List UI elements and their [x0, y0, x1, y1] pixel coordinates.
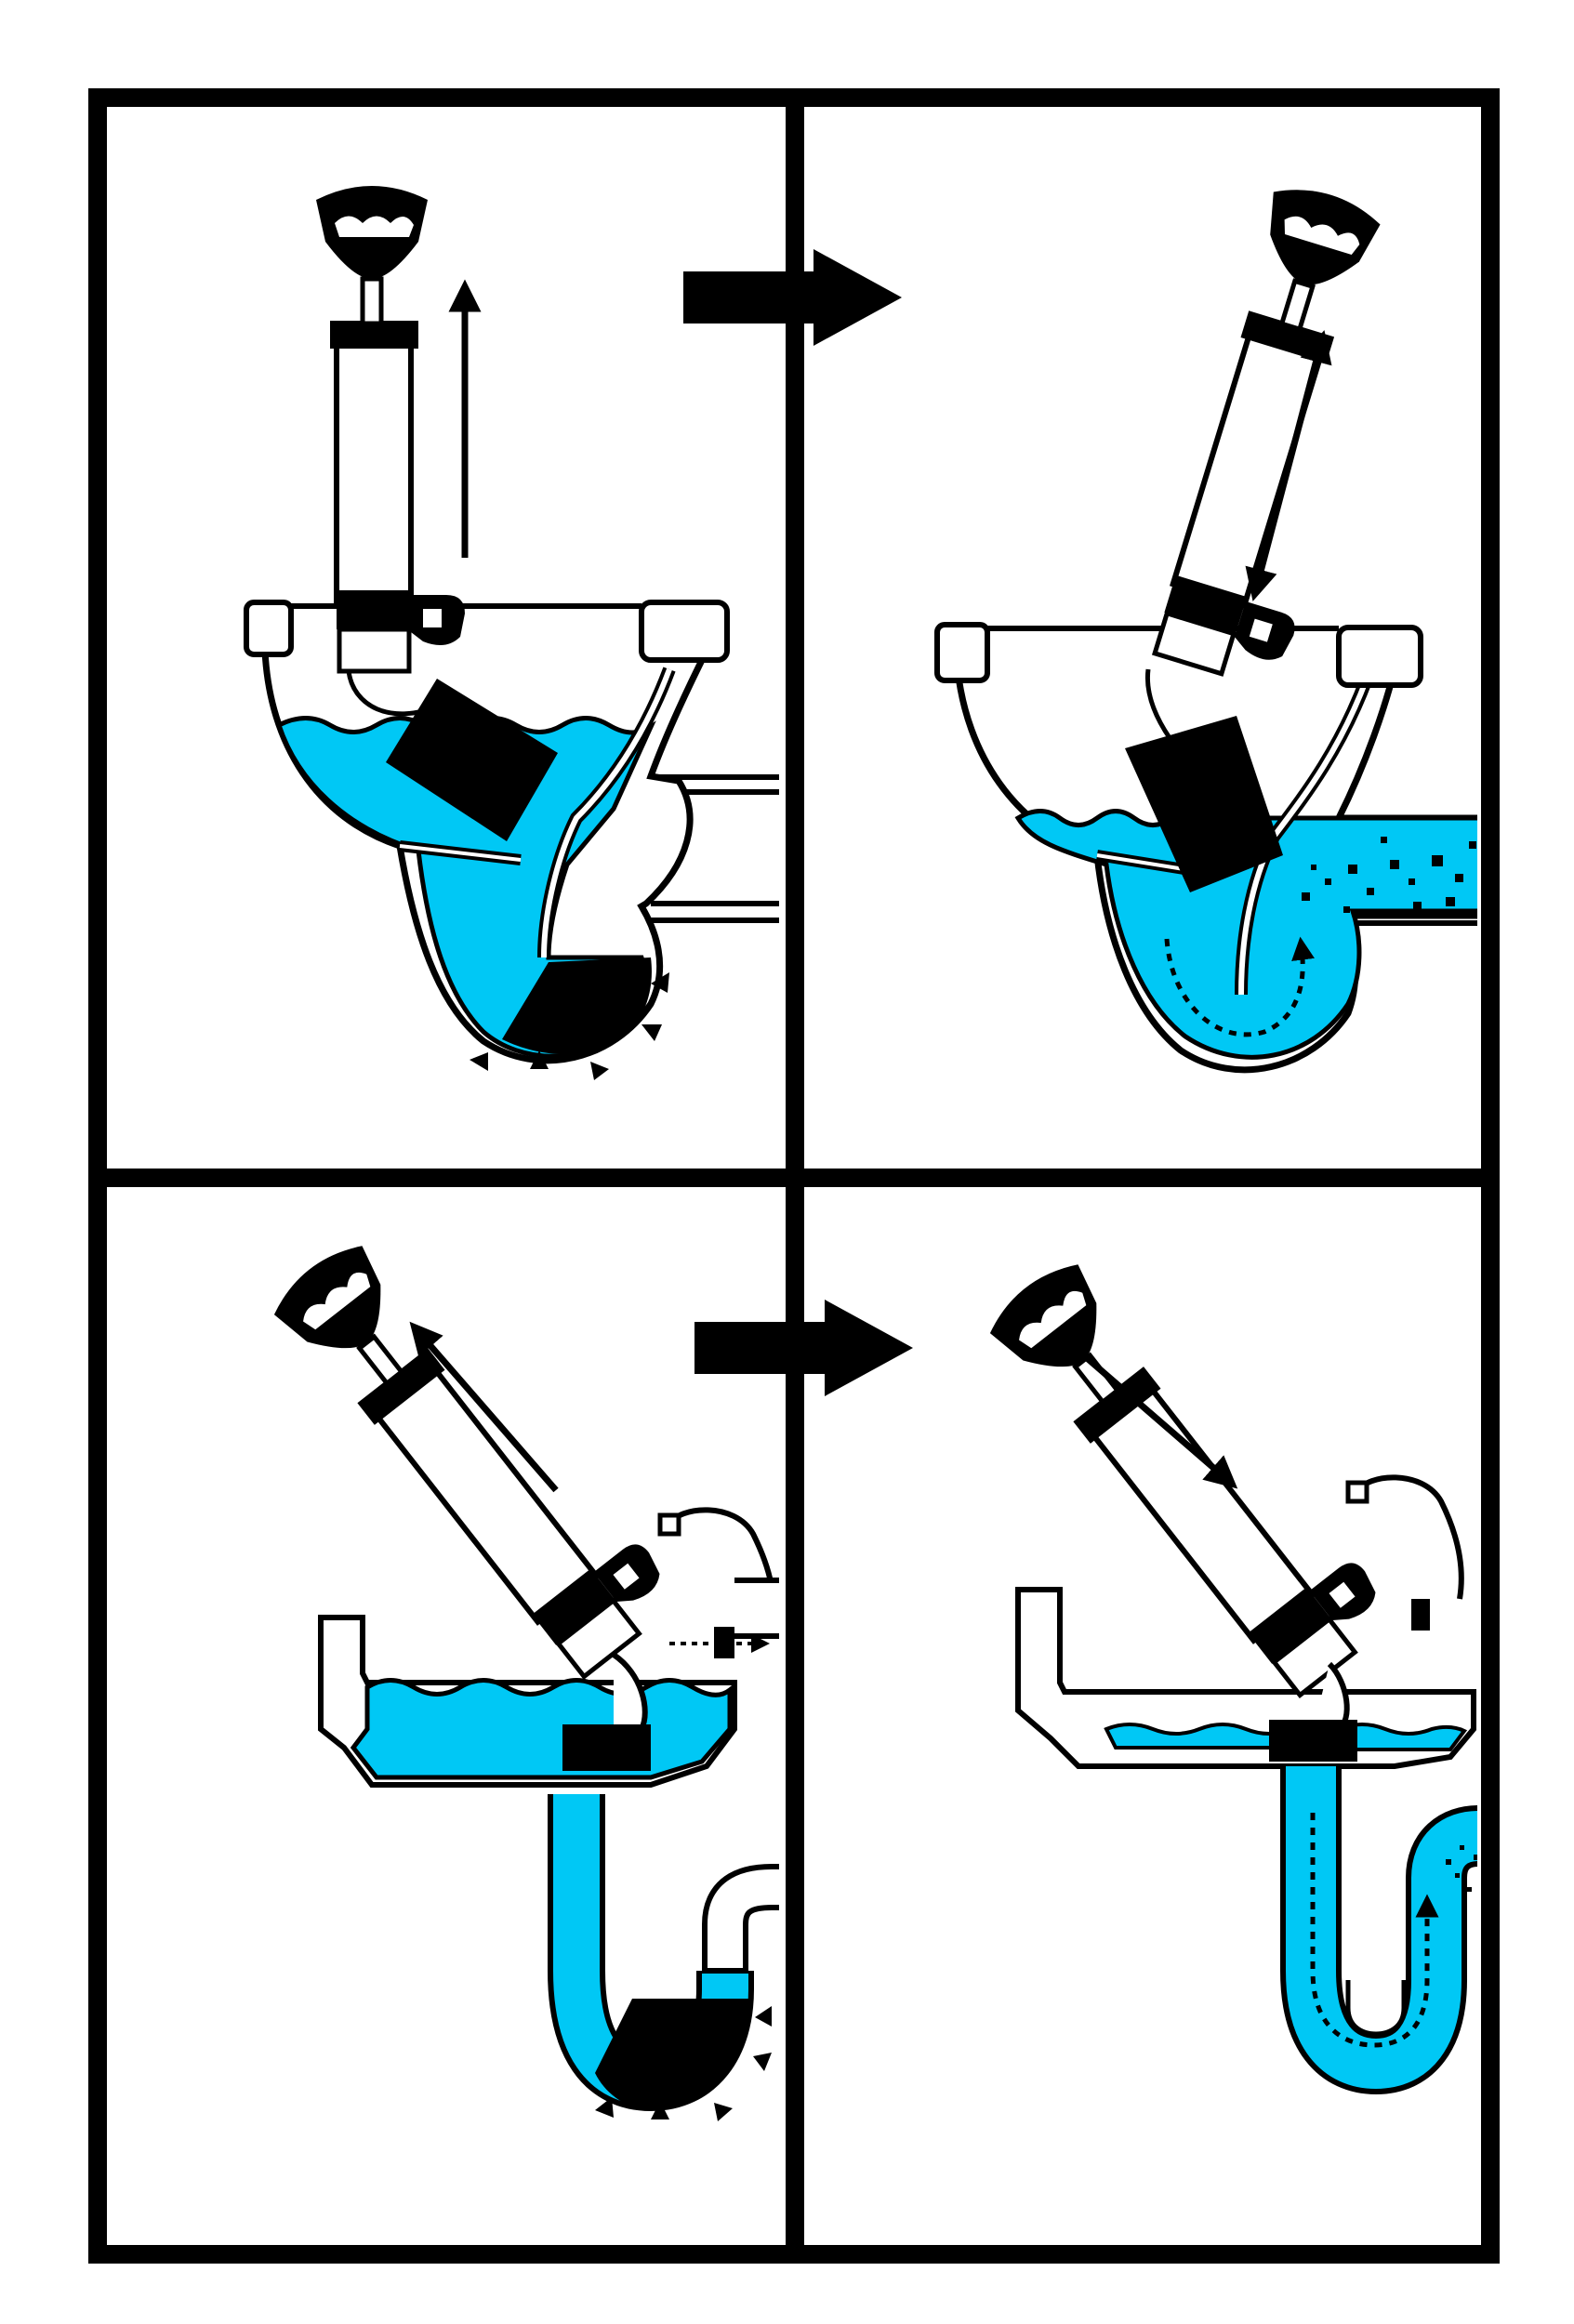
direction-arrow-icon: [409, 1321, 559, 1493]
pump-nozzle: [555, 1597, 642, 1680]
pump-cylinder: [367, 1359, 601, 1626]
toilet-rim-right: [1336, 625, 1423, 688]
plunger-handle-icon: [273, 1246, 381, 1349]
flow-arrow-icon: [1310, 1813, 1439, 2048]
pump-tilted: [273, 1246, 660, 1680]
direction-arrow-icon: [1245, 330, 1332, 601]
overflow-plug: [1411, 1599, 1430, 1631]
pump-grip: [1164, 574, 1248, 635]
pump-grip: [1248, 1587, 1331, 1664]
plunger-handle-icon: [316, 186, 428, 279]
pump-top-cap: [1073, 1367, 1161, 1444]
pump-seal: [1125, 716, 1283, 892]
pump-tilted: [989, 1264, 1376, 1698]
sink-basin: [1015, 1587, 1476, 1769]
toilet-rim-left: [244, 600, 294, 657]
pump-cylinder: [1170, 323, 1327, 610]
panel-frame: [88, 88, 1500, 2264]
step-arrow-icon: [683, 249, 902, 346]
flow-arrow-icon: [1164, 936, 1315, 1037]
pump-grip: [532, 1568, 615, 1645]
pump-grip: [337, 590, 411, 629]
pump-nozzle: [1151, 610, 1237, 677]
pump-rod: [360, 276, 384, 326]
direction-arrow-icon: [1083, 1354, 1238, 1489]
pump-nozzle: [337, 627, 412, 674]
panel-toilet-push: [934, 190, 1477, 1074]
pump-top-cap: [357, 1348, 445, 1425]
step-arrow-icon: [694, 1300, 913, 1396]
pump-cylinder: [1083, 1378, 1316, 1644]
pump-cylinder: [334, 332, 414, 607]
debris: [1302, 837, 1476, 913]
sink-faucet: [1355, 1474, 1464, 1600]
pump-seal: [1269, 1720, 1357, 1762]
clog: [595, 1999, 752, 2110]
toilet-rim-left: [934, 622, 990, 683]
pressure-arrow-icon: [470, 972, 669, 1080]
toilet-rim-right: [639, 600, 730, 663]
panel-sink-pull: [273, 1246, 779, 2121]
panel-toilet-pull: [244, 186, 779, 1080]
pump-tilted: [1151, 190, 1381, 677]
plunger-handle-icon: [989, 1264, 1097, 1367]
pump-rod: [1278, 278, 1316, 333]
pump-seal: [386, 679, 558, 841]
clog: [502, 957, 652, 1055]
plunger-handle-icon: [1270, 190, 1381, 285]
toilet-outlet-pipe: [651, 901, 779, 923]
sink-water: [350, 1678, 733, 1780]
pump-seal: [562, 1724, 651, 1771]
pump-rod: [356, 1333, 405, 1387]
pressure-arrow-icon: [595, 2006, 772, 2121]
debris: [1446, 1845, 1477, 1892]
overflow-plug: [714, 1627, 734, 1658]
panel-sink-push: [989, 1264, 1477, 2095]
